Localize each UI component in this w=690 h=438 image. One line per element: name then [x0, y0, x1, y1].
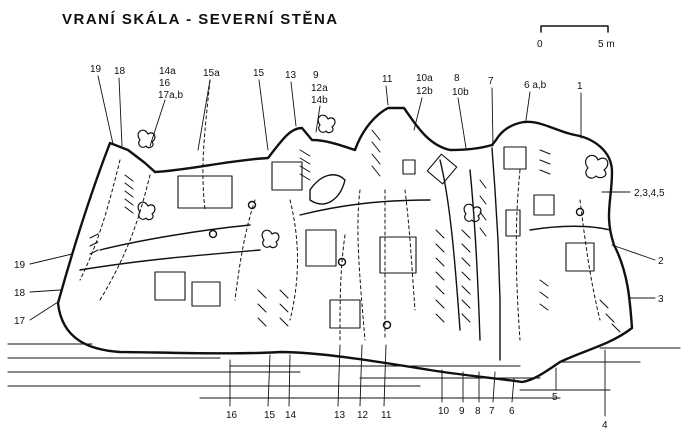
- route-label: 15: [253, 68, 265, 79]
- route-label: 10a: [416, 73, 433, 84]
- route-label: 13: [334, 410, 346, 421]
- route-label: 10: [438, 406, 450, 417]
- scale-bar: 0 5 m: [537, 25, 615, 50]
- route-lines: [79, 79, 601, 341]
- route-label: 12: [357, 410, 369, 421]
- route-label: 2,3,4,5: [634, 188, 665, 199]
- left-leader-lines: [29, 253, 73, 321]
- left-route-labels: 19 18 17: [14, 260, 26, 327]
- route-label: 11: [382, 74, 393, 85]
- trees: [137, 114, 609, 249]
- route-label: 8: [454, 73, 460, 84]
- route-label: 14: [285, 410, 297, 421]
- belay-rings: [208, 200, 585, 330]
- rock-panels: [154, 146, 595, 329]
- route-label: 11: [381, 410, 392, 421]
- topo-title: VRANÍ SKÁLA - SEVERNÍ STĚNA: [62, 10, 339, 28]
- route-label: 14a: [159, 66, 176, 77]
- route-label: 3: [658, 294, 664, 305]
- top-leader-lines: [97, 75, 582, 151]
- route-label: 9: [459, 406, 465, 417]
- route-label: 8: [475, 406, 481, 417]
- route-label: 10b: [452, 87, 469, 98]
- bottom-leader-lines: [229, 344, 606, 417]
- route-label: 5: [552, 392, 558, 403]
- route-label: 19: [90, 64, 102, 75]
- ground-lines: [7, 343, 681, 399]
- route-label: 13: [285, 70, 297, 81]
- route-label: 12a: [311, 83, 328, 94]
- route-label: 7: [488, 76, 494, 87]
- right-leader-lines: [601, 191, 656, 299]
- route-label: 4: [602, 420, 608, 431]
- scale-end-label: 5 m: [598, 39, 615, 50]
- route-label: 17a,b: [158, 90, 183, 101]
- route-label: 15: [264, 410, 276, 421]
- crack-lines: [79, 147, 611, 361]
- route-label: 18: [114, 66, 126, 77]
- route-label: 14b: [311, 95, 328, 106]
- top-route-labels: 19 18 14a 16 17a,b 15a 15 13 9 12a 14b 1…: [90, 64, 583, 106]
- route-label: 9: [313, 70, 319, 81]
- right-route-labels: 2,3,4,5 2 3: [634, 188, 665, 305]
- scale-start-label: 0: [537, 39, 543, 50]
- rock-outline: [56, 106, 634, 384]
- route-label: 16: [159, 78, 171, 89]
- route-label: 1: [577, 81, 583, 92]
- route-label: 15a: [203, 68, 220, 79]
- route-label: 2: [658, 256, 664, 267]
- route-label: 12b: [416, 86, 433, 97]
- route-label: 6: [509, 406, 515, 417]
- route-label: 16: [226, 410, 238, 421]
- route-label: 19: [14, 260, 26, 271]
- bottom-route-labels: 16 15 14 13 12 11 10 9 8 7 6 5 4: [226, 392, 608, 431]
- route-label: 18: [14, 288, 26, 299]
- route-label: 17: [14, 316, 26, 327]
- hatching: [89, 129, 621, 333]
- route-label: 7: [489, 406, 495, 417]
- route-label: 6 a,b: [524, 80, 547, 91]
